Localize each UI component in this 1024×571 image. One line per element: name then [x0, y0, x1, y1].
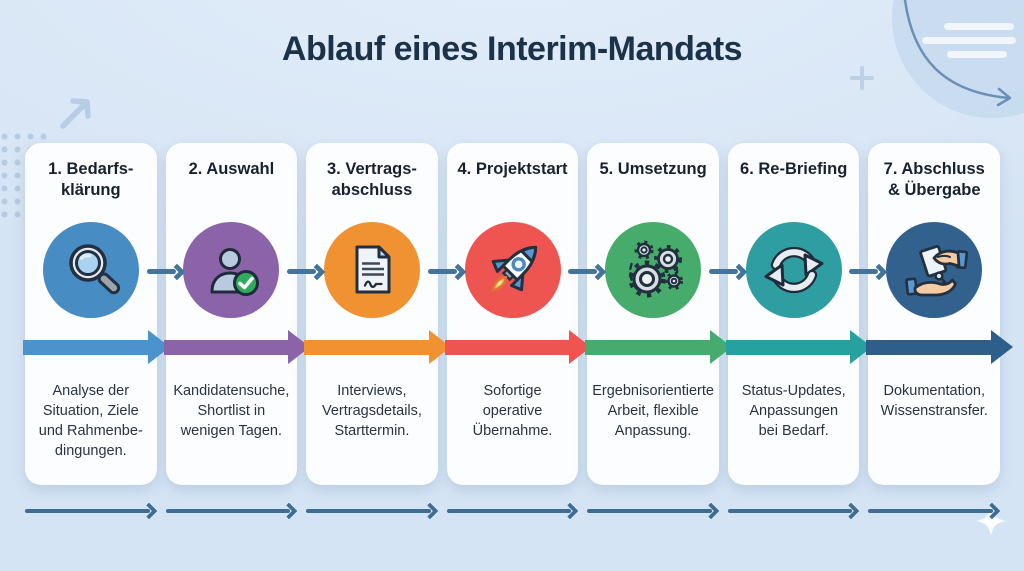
step-title: 6. Re-Briefing [740, 160, 848, 178]
step-flow-arrow [725, 330, 873, 364]
step-description: Interviews, Vertragsdetails, Starttermin… [321, 383, 422, 439]
step-title: 4. Projektstart [457, 160, 568, 178]
step-card-abschluss-uebergabe: 7. Abschluss & Übergabe [866, 143, 1014, 485]
timeline-arrow-icon [587, 501, 720, 521]
connector-arrow-icon [427, 262, 468, 281]
step-flow-arrow [163, 330, 311, 364]
step-flow-arrow [585, 330, 732, 364]
refresh-icon [745, 222, 842, 318]
decor-line [922, 37, 1016, 44]
step-description: Dokumentation, Wissenstransfer. [880, 383, 988, 419]
step-title: 3. Vertrags- abschluss [327, 160, 417, 199]
step-flow-arrow [304, 330, 451, 364]
step-description: Status-Updates, Anpassungen bei Bedarf. [741, 383, 846, 439]
contract-icon [323, 222, 420, 318]
step-card-bedarfsklaerung: 1. Bedarfs- klärung Analyse der Situatio… [23, 143, 186, 485]
bottom-timeline-arrows [25, 501, 1001, 521]
star-sparkle-decoration [976, 506, 1006, 536]
connector-arrow-icon [568, 262, 608, 281]
step-flow-arrow [444, 330, 592, 364]
decor-line [947, 51, 1007, 58]
step-card-rebriefing: 6. Re-Briefing Status-Updates, Anpassung… [725, 143, 888, 485]
step-description: Sofortige operative Übernahme. [472, 383, 553, 439]
step-description: Ergebnisorientierte Arbeit, flexible Anp… [592, 383, 714, 439]
step-description: Kandidatensuche, Shortlist in wenigen Ta… [173, 383, 290, 439]
step-title: 2. Auswahl [188, 160, 275, 178]
curved-arrow-decoration [903, 0, 1012, 107]
handover-icon [886, 222, 983, 318]
timeline-arrow-icon [306, 501, 439, 521]
step-title: 5. Umsetzung [599, 160, 707, 178]
decor-line [944, 23, 1014, 30]
process-timeline: 1. Bedarfs- klärung Analyse der Situatio… [23, 143, 1014, 485]
connector-arrow-icon [708, 262, 749, 281]
connector-arrow-icon [287, 262, 327, 281]
connector-arrow-icon [849, 262, 889, 281]
timeline-arrow-icon [868, 501, 1001, 521]
step-title: 1. Bedarfs- klärung [48, 160, 134, 199]
step-flow-arrow [23, 330, 170, 364]
step-card-umsetzung: 5. Umsetzung [585, 143, 748, 485]
search-icon [42, 222, 139, 318]
rocket-icon [464, 222, 561, 318]
step-card-vertragsabschluss: 3. Vertrags- abschluss Interviews, Vertr… [304, 143, 467, 485]
step-card-auswahl: 2. Auswahl Kandidatensuche, Shortlist in… [163, 143, 326, 485]
step-card-projektstart: 4. Projektstart [444, 143, 607, 485]
diagonal-arrow-decoration [60, 98, 91, 129]
page-title: Ablauf eines Interim-Mandats [281, 30, 743, 68]
step-description: Analyse der Situation, Ziele und Rahmenb… [38, 383, 143, 459]
step-title: 7. Abschluss & Übergabe [883, 160, 985, 199]
step-flow-arrow [866, 330, 1014, 364]
timeline-arrow-icon [25, 501, 158, 521]
user-check-icon [183, 222, 280, 318]
timeline-arrow-icon [727, 501, 860, 521]
gears-icon [605, 222, 702, 318]
connector-arrow-icon [146, 262, 187, 281]
plus-sparkle-decoration [850, 66, 874, 90]
timeline-arrow-icon [446, 501, 579, 521]
timeline-arrow-icon [165, 501, 298, 521]
